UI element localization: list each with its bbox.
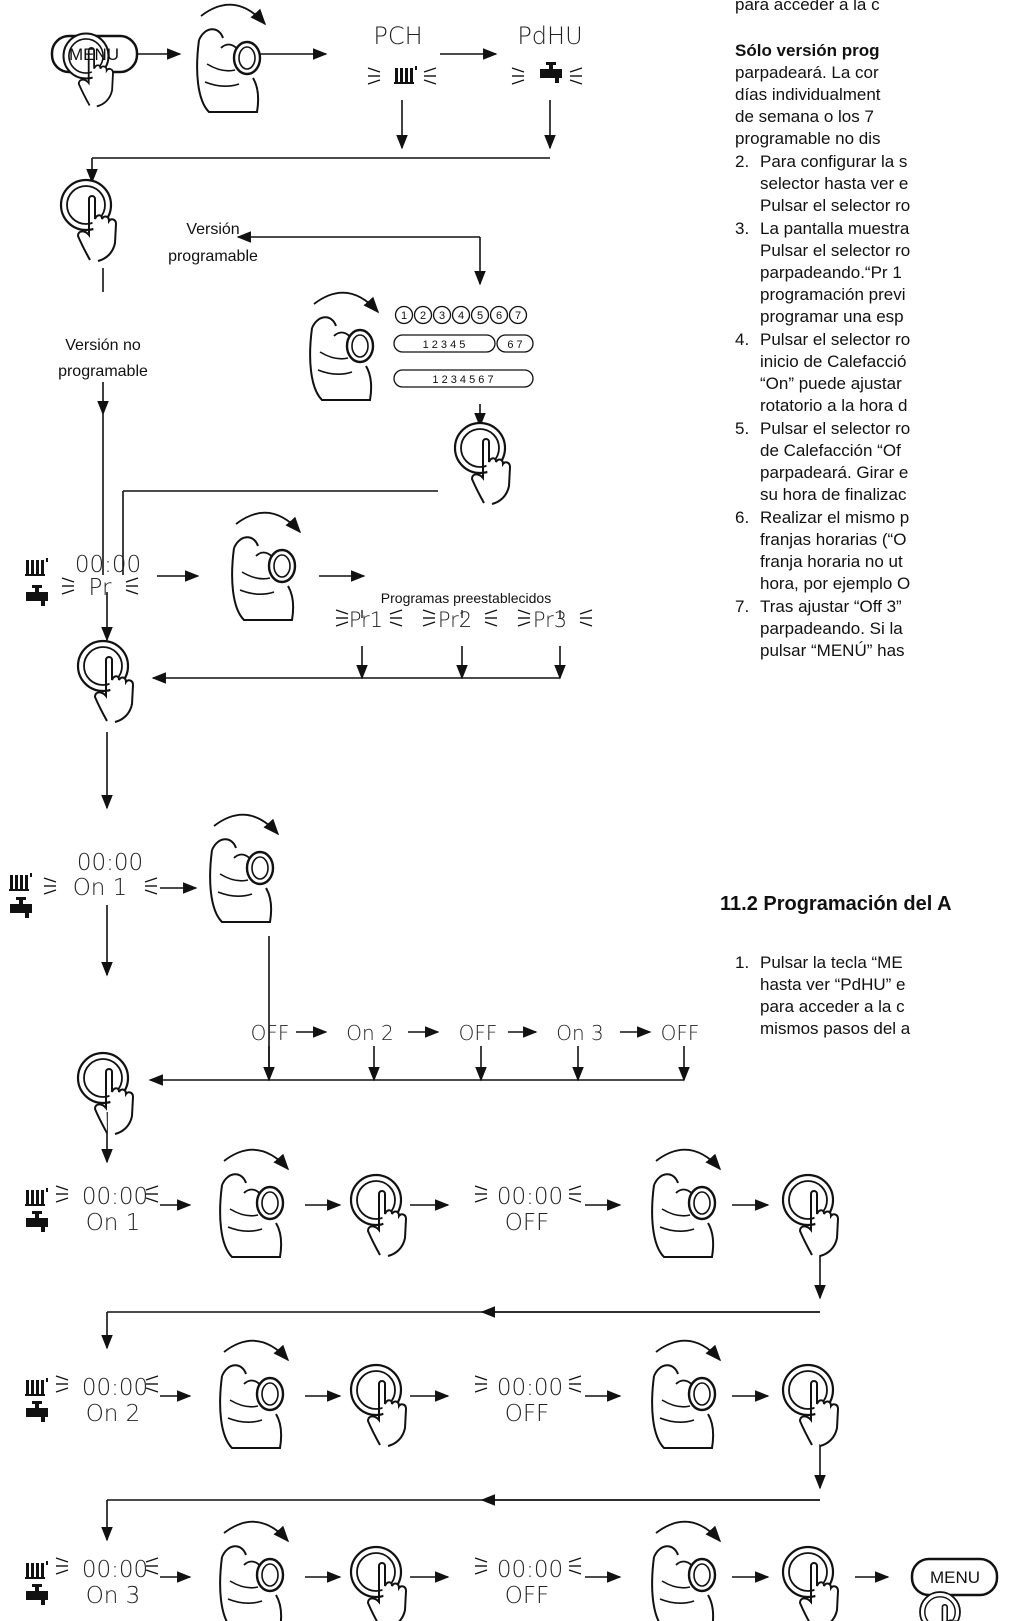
text-line: parpadeando. Si la <box>760 619 903 638</box>
preset-pr1: Pr1 <box>349 608 383 632</box>
version-no-programable-line2: programable <box>58 363 148 380</box>
version-programable-line2: programable <box>168 248 258 265</box>
pch-label: PCH <box>373 22 422 50</box>
text-line: “On” puede ajustar <box>760 374 902 393</box>
text-line: hora, por ejemplo O <box>760 574 911 593</box>
text-line: programación previ <box>760 285 906 304</box>
text-line: franjas horarias (“O <box>760 530 907 549</box>
day-5: 5 <box>477 310 483 322</box>
text-line: parpadeará. Girar e <box>760 463 909 482</box>
day-3: 3 <box>439 310 445 322</box>
section-title: 11.2 Programación del A <box>720 893 952 915</box>
version-programable-line1: Versión <box>186 221 239 238</box>
row1-off-time: 00:00 <box>497 1184 563 1210</box>
on1-time: 00:00 <box>77 850 143 876</box>
row2-off-time: 00:00 <box>497 1375 563 1401</box>
row3-time: 00:00 <box>82 1557 148 1583</box>
preset-pr2: Pr2 <box>438 608 472 632</box>
seq-off-3: OFF <box>661 1021 700 1045</box>
row1-on: On 1 <box>86 1210 141 1236</box>
menu-label: MENU <box>69 45 119 64</box>
row3-off-time: 00:00 <box>497 1557 563 1583</box>
seq-off-1: OFF <box>251 1021 290 1045</box>
text-line: mismos pasos del a <box>760 1019 911 1038</box>
text-line: para acceder a la c <box>760 997 905 1016</box>
row1-off: OFF <box>505 1210 550 1236</box>
on1-display: On 1 <box>73 875 128 901</box>
text-line: Pulsar el selector ro <box>760 330 911 349</box>
step-number: 6. <box>735 508 750 527</box>
text-line: de semana o los 7 <box>735 107 874 126</box>
day-7: 7 <box>515 310 521 322</box>
text-line: días individualment <box>735 85 881 104</box>
pr-time: 00:00 <box>75 552 141 578</box>
seq-on-3: On 3 <box>556 1021 604 1045</box>
day-6: 6 <box>496 310 502 322</box>
day-1: 1 <box>401 310 407 322</box>
text-line: Para configurar la s <box>760 152 908 171</box>
days-weekdays: 1 2 3 4 5 <box>423 339 466 351</box>
row2-on: On 2 <box>86 1401 141 1427</box>
step-number: 3. <box>735 219 750 238</box>
row1-time: 00:00 <box>82 1184 148 1210</box>
preset-pr3: Pr3 <box>533 608 567 632</box>
text-line: su hora de finalizac <box>760 485 907 504</box>
text-line: franja horaria no ut <box>760 552 903 571</box>
text-line: rotatorio a la hora d <box>760 396 908 415</box>
step-number: 2. <box>735 152 750 171</box>
text-line: programable no dis <box>735 129 881 148</box>
version-no-programable-line1: Versión no <box>65 337 141 354</box>
text-line: parpadeando.“Pr 1 <box>760 263 902 282</box>
text-line: selector hasta ver e <box>760 174 909 193</box>
row3-on: On 3 <box>86 1583 141 1609</box>
text-line: Pulsar el selector ro <box>760 419 911 438</box>
text-line: parpadeará. La cor <box>735 63 879 82</box>
text-line: La pantalla muestra <box>760 219 910 238</box>
step-number: 7. <box>735 597 750 616</box>
row3-off: OFF <box>505 1583 550 1609</box>
text-line: para acceder a la c <box>735 0 880 14</box>
manual-text-column: para acceder a la c Sólo versión prog pa… <box>720 0 1017 1120</box>
step-number: 1. <box>735 953 750 972</box>
pdhu-label: PdHU <box>517 22 582 50</box>
bold-heading: Sólo versión prog <box>735 41 880 60</box>
text-line: de Calefacción “Of <box>760 441 901 460</box>
text-line: Realizar el mismo p <box>760 508 910 527</box>
presets-label: Programas preestablecidos <box>381 590 551 606</box>
step-number: 4. <box>735 330 750 349</box>
text-line: pulsar “MENÚ” has <box>760 641 905 660</box>
text-line: Pulsar el selector ro <box>760 196 911 215</box>
pr-display: Pr <box>89 575 112 601</box>
seq-off-2: OFF <box>459 1021 498 1045</box>
text-line: programar una esp <box>760 307 904 326</box>
day-4: 4 <box>458 310 464 322</box>
text-line: Pulsar la tecla “ME <box>760 953 903 972</box>
step-number: 5. <box>735 419 750 438</box>
text-line: inicio de Calefacció <box>760 352 907 371</box>
row2-off: OFF <box>505 1401 550 1427</box>
row2-time: 00:00 <box>82 1375 148 1401</box>
menu-button-end[interactable] <box>910 1557 999 1597</box>
text-line: Tras ajustar “Off 3” <box>760 597 902 616</box>
menu-label-end: MENU <box>930 1568 980 1587</box>
days-weekend: 6 7 <box>507 339 522 351</box>
days-all: 1 2 3 4 5 6 7 <box>432 374 493 386</box>
text-line: hasta ver “PdHU” e <box>760 975 906 994</box>
day-2: 2 <box>420 310 426 322</box>
seq-on-2: On 2 <box>346 1021 394 1045</box>
text-line: Pulsar el selector ro <box>760 241 911 260</box>
